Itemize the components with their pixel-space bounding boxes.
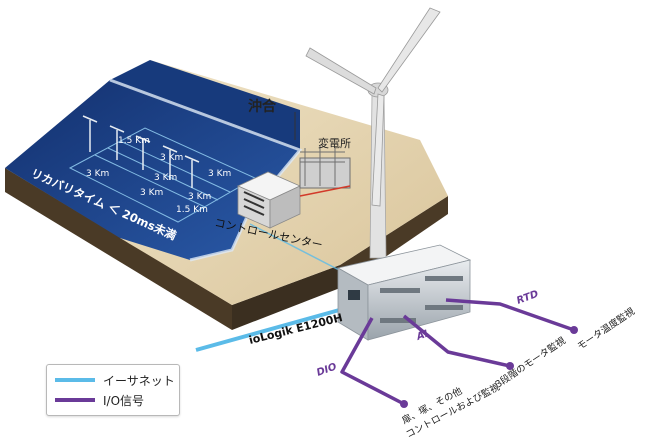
label-monitor-2: 3段階のモータ監視 [493, 334, 568, 390]
distance-label: 3 Km [188, 192, 211, 202]
io-signal-lines [340, 298, 575, 406]
legend-swatch [55, 378, 95, 382]
offshore-turbines [82, 115, 200, 188]
distance-label: 3 Km [140, 188, 163, 198]
label-offshore: 沖合 [248, 98, 277, 115]
legend-swatch [55, 398, 95, 402]
legend-item-ethernet: イーサネット [55, 371, 175, 389]
control-center-building [237, 171, 301, 229]
distance-label: 1.5 Km [118, 136, 150, 146]
distance-label: 3 Km [160, 153, 183, 163]
legend-item-io: I/O信号 [55, 391, 144, 409]
io-endpoints [400, 326, 578, 408]
wind-turbine [305, 7, 441, 259]
distance-label: 3 Km [208, 169, 231, 179]
power-cable [299, 185, 351, 197]
legend-label: I/O信号 [103, 393, 145, 408]
iologik-device [336, 244, 472, 341]
legend-label: イーサネット [103, 373, 175, 388]
offshore-grid [68, 127, 257, 223]
legend: イーサネット I/O信号 [46, 364, 180, 416]
label-monitor-3: モータ温度監視 [575, 305, 637, 352]
ocean [5, 80, 300, 260]
substation [299, 145, 351, 189]
distance-label: 3 Km [86, 169, 109, 179]
label-dio: DIO [315, 361, 339, 379]
distance-label: 1.5 Km [176, 205, 208, 215]
label-ai: AI [414, 328, 430, 343]
label-rtd: RTD [515, 289, 540, 307]
label-substation: 変電所 [318, 136, 351, 150]
distance-label: 3 Km [154, 173, 177, 183]
